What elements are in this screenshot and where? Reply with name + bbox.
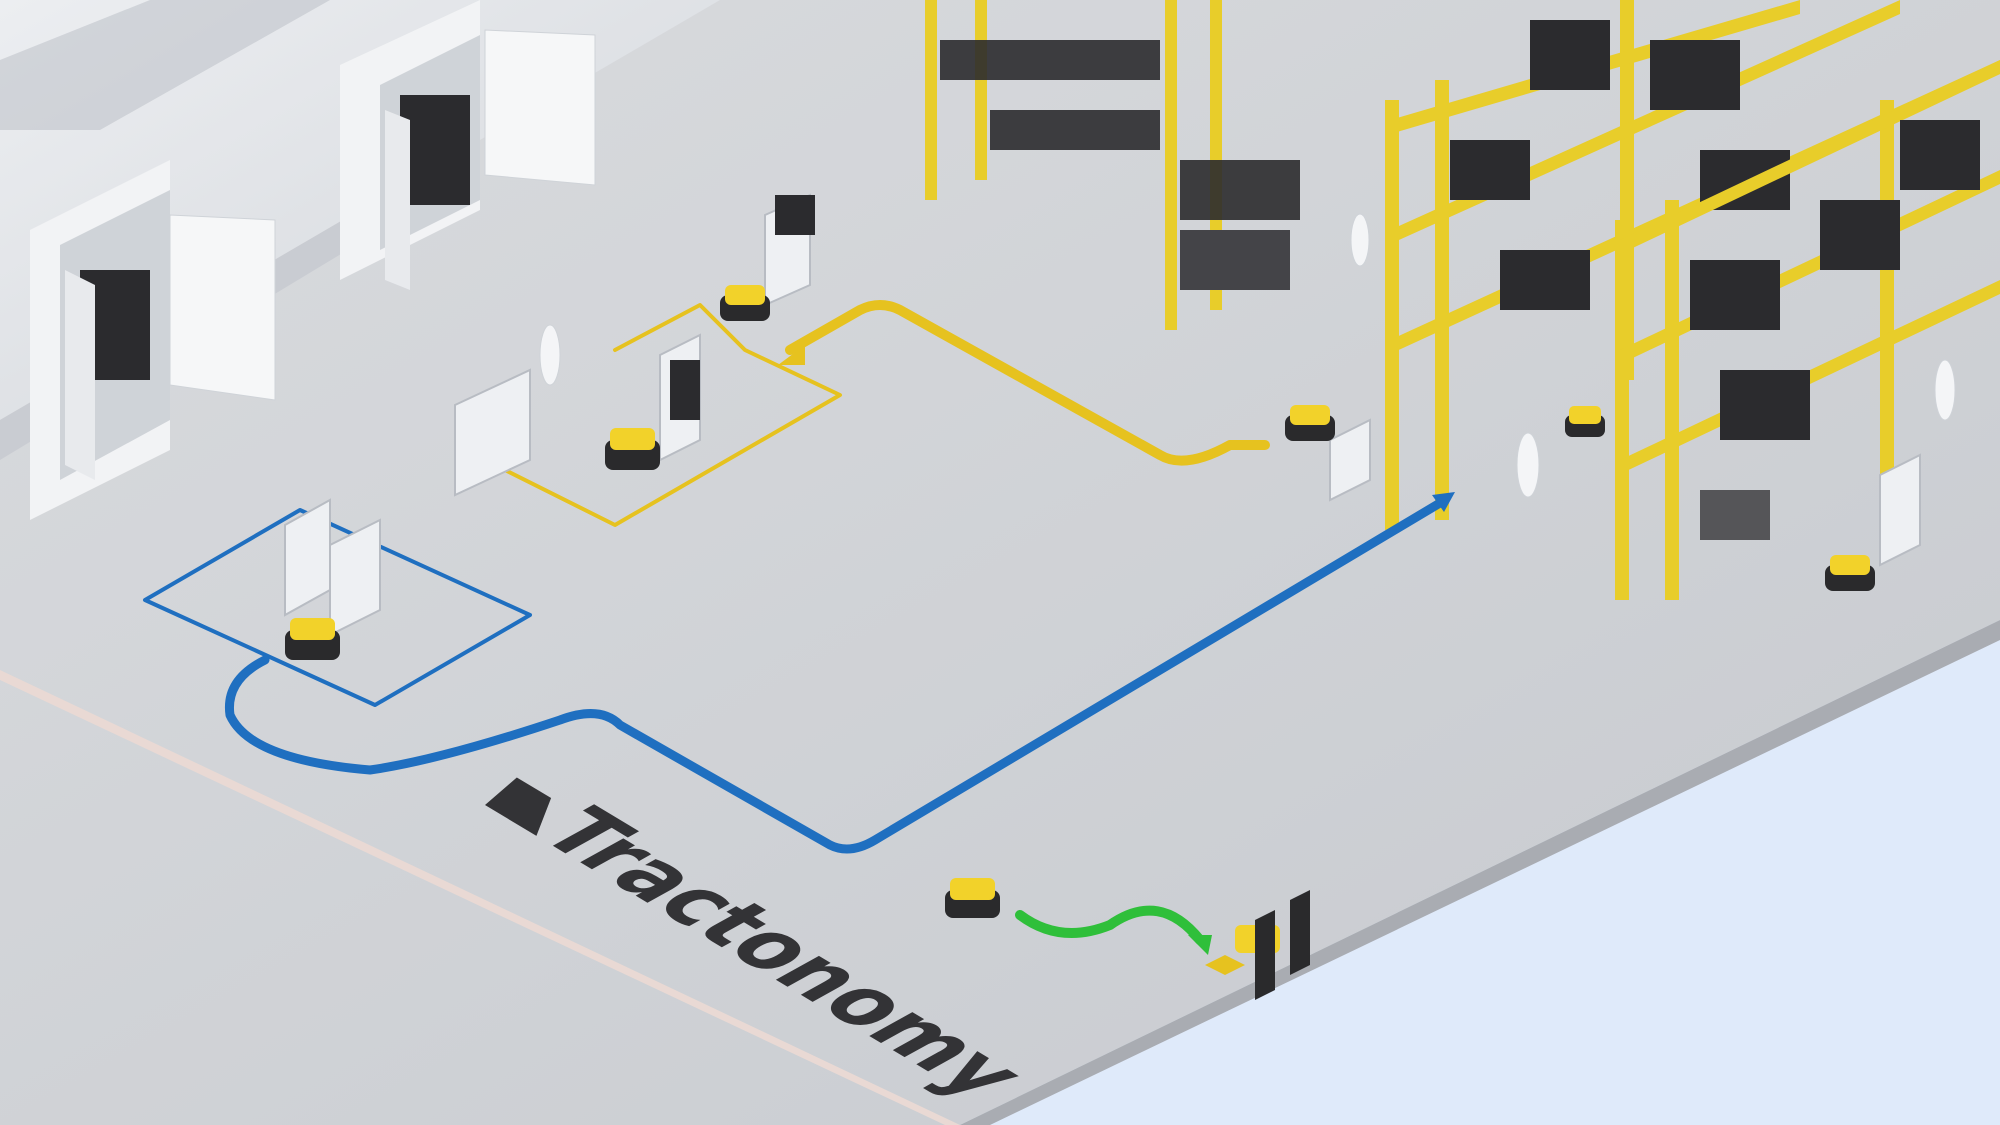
rack-block-1 [925, 0, 1300, 330]
robot [285, 618, 340, 660]
cart [454, 368, 531, 497]
green-route [1015, 905, 1212, 955]
cart [1329, 418, 1371, 502]
yellow-route [503, 300, 1270, 527]
workers [539, 213, 1956, 498]
robot [720, 285, 770, 321]
charging-station [1205, 890, 1310, 1000]
floor-edge-left [0, 670, 960, 1125]
cart [329, 518, 381, 637]
robots [285, 285, 1875, 1000]
floor-edge-right [960, 620, 2000, 1125]
blue-route [143, 492, 1455, 854]
logo-mark-icon [485, 777, 552, 836]
rack-block-3 [1615, 60, 2000, 600]
dock-door-2 [340, 0, 596, 290]
worker [1516, 432, 1540, 498]
dock-door-1 [30, 160, 276, 520]
worker [539, 324, 561, 386]
robot [1565, 406, 1605, 437]
cart [1879, 453, 1921, 567]
robot [1825, 555, 1875, 591]
robot [1285, 405, 1335, 441]
robot [945, 878, 1000, 918]
robot [605, 428, 660, 470]
worker [1934, 359, 1956, 421]
pallet-racks [925, 0, 2000, 600]
loading-dock-building [0, 0, 720, 520]
carts [284, 193, 1921, 637]
worker [1350, 213, 1370, 267]
